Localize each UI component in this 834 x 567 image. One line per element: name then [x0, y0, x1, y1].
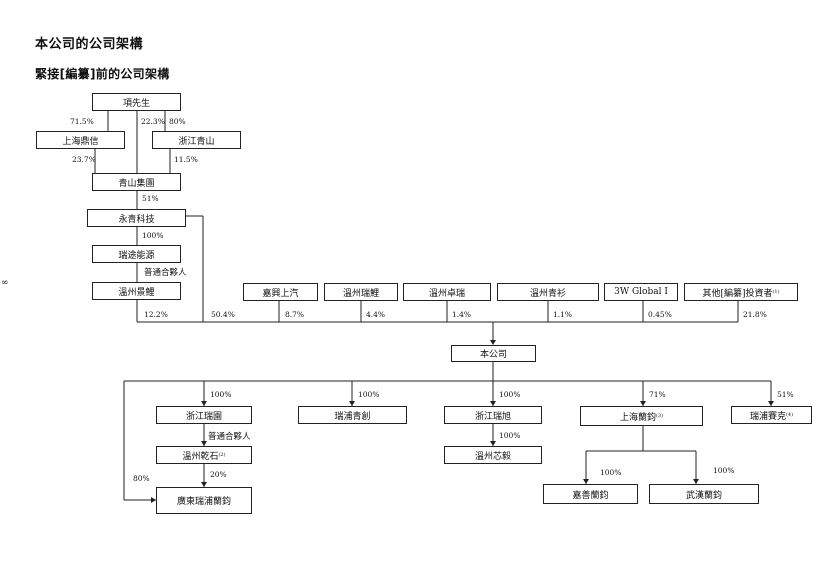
label-71: 71% — [649, 390, 666, 399]
box-wenzhou-jingli: 溫州景鯉 — [92, 282, 181, 300]
box-ruipu-qingchuang: 瑞浦青創 — [298, 406, 407, 424]
box-ruitu: 瑞途能源 — [92, 245, 181, 263]
box-ruipu-saike: 瑞浦賽克(4) — [731, 406, 812, 424]
box-wenzhou-qianshi: 溫州乾石(2) — [156, 446, 252, 464]
label-100-a: 100% — [142, 231, 164, 240]
box-zhejiang-qingshan: 浙江青山 — [152, 131, 241, 149]
label-100-c: 100% — [358, 390, 380, 399]
label-100-e: 100% — [499, 431, 521, 440]
label-8-7: 8.7% — [285, 310, 305, 319]
box-3w-global: 3W Global I — [604, 283, 678, 301]
box-shanghai-dingxin: 上海鼎信 — [36, 131, 125, 149]
note-3: (3) — [655, 413, 664, 419]
label-21-8: 21.8% — [743, 310, 767, 319]
section-title: 緊接[編纂]前的公司架構 — [35, 67, 170, 81]
label-100-b: 100% — [210, 390, 232, 399]
note-1: (1) — [772, 289, 780, 295]
label-11-5: 11.5% — [174, 155, 198, 164]
box-yongqing: 永青科技 — [87, 209, 186, 227]
page-title: 本公司的公司架構 — [35, 37, 144, 52]
box-other-investors-label: 其他[編纂]投資者 — [702, 288, 773, 299]
label-80-b: 80% — [133, 474, 150, 483]
label-0-45: 0.45% — [648, 310, 672, 319]
box-other-investors: 其他[編纂]投資者(1) — [684, 283, 798, 301]
label-50-4: 50.4% — [211, 310, 235, 319]
box-xiang: 項先生 — [92, 93, 181, 111]
box-shanghai-lanjun-label: 上海蘭鈞 — [619, 412, 656, 423]
box-wenzhou-ruili: 溫州瑞鯉 — [324, 283, 398, 301]
label-22-3: 22.3% — [141, 117, 165, 126]
edge-mark: ∞ — [1, 278, 9, 288]
box-wenzhou-xinyi: 溫州芯毅 — [444, 446, 542, 464]
label-100-g: 100% — [713, 466, 735, 475]
label-100-d: 100% — [499, 390, 521, 399]
label-gp-2: 普通合夥人 — [208, 432, 251, 442]
box-jiashan: 嘉善蘭鈞 — [543, 484, 638, 504]
label-100-f: 100% — [600, 468, 622, 477]
label-1-4: 1.4% — [452, 310, 472, 319]
box-zhejiang-ruiyuan: 浙江瑞園 — [156, 406, 252, 424]
label-23-7: 23.7% — [72, 155, 96, 164]
label-4-4: 4.4% — [366, 310, 386, 319]
box-zhejiang-ruixu: 浙江瑞旭 — [444, 406, 542, 424]
box-ruipu-saike-label: 瑞浦賽克 — [749, 411, 786, 422]
box-jiaxing-saic: 嘉興上汽 — [243, 283, 318, 301]
label-51-a: 51% — [142, 194, 159, 203]
box-wenzhou-zhuorui: 溫州卓瑞 — [403, 283, 491, 301]
box-wuhan: 武漢蘭鈞 — [649, 484, 759, 504]
label-80-a: 80% — [169, 117, 186, 126]
box-guangdong: 廣東瑞浦蘭鈞 — [156, 487, 252, 514]
box-wenzhou-qingshan: 溫州青衫 — [497, 283, 599, 301]
label-51-b: 51% — [777, 390, 794, 399]
box-company: 本公司 — [451, 345, 536, 362]
label-20: 20% — [210, 470, 227, 479]
label-71-5: 71.5% — [70, 117, 94, 126]
box-shanghai-lanjun: 上海蘭鈞(3) — [580, 406, 703, 426]
note-2: (2) — [218, 452, 226, 458]
box-qingshan-group: 青山集團 — [92, 173, 181, 191]
label-12-2: 12.2% — [144, 310, 168, 319]
note-4: (4) — [785, 412, 794, 418]
label-1-1: 1.1% — [553, 310, 573, 319]
box-wenzhou-qianshi-label: 溫州乾石 — [182, 451, 219, 462]
label-gp-1: 普通合夥人 — [144, 268, 187, 278]
